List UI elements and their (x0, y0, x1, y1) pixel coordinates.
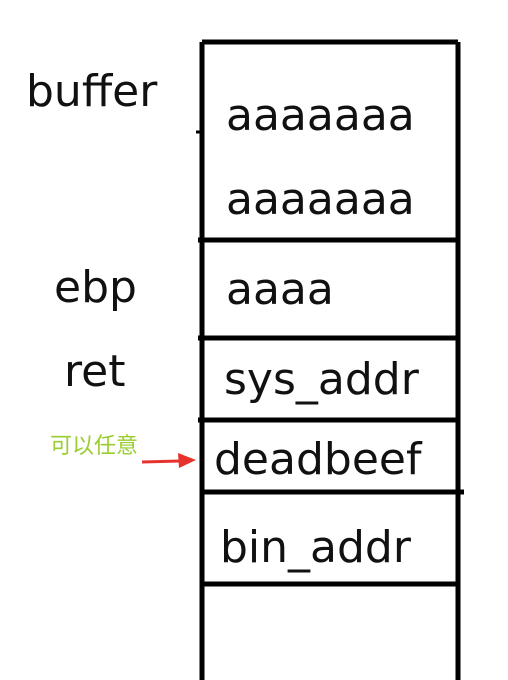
buffer-cell-line1: aaaaaaa (226, 90, 415, 141)
ret-cell: sys_addr (224, 354, 419, 405)
ret-label: ret (64, 346, 126, 397)
ebp-label: ebp (54, 262, 137, 313)
stack-frame (198, 39, 464, 680)
buffer-cell-line2: aaaaaaa (226, 174, 415, 225)
arrow-icon (141, 453, 196, 468)
arbitrary-note: 可以任意 (50, 434, 139, 459)
buffer-label: buffer (26, 66, 158, 117)
ebp-cell: aaaa (226, 264, 334, 315)
arg-cell: bin_addr (220, 522, 411, 573)
arbitrary-cell: deadbeef (214, 434, 422, 485)
